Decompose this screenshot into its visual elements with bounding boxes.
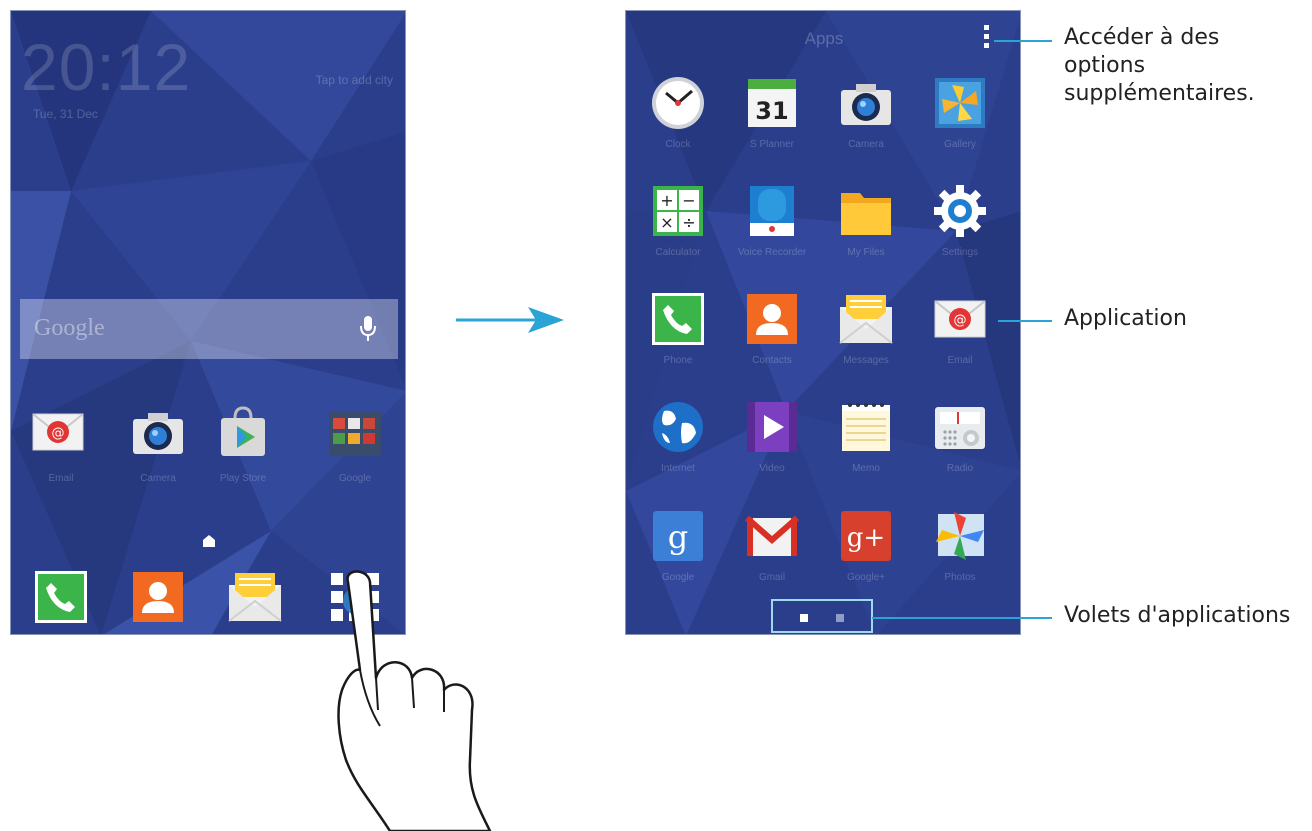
app-label: Gmail (758, 572, 786, 583)
apps-title: Apps (804, 29, 844, 48)
app-label: Voice Recorder (737, 247, 807, 258)
page-dot[interactable] (836, 614, 844, 622)
clock-date: Tue, 31 Dec (33, 107, 98, 121)
page-dot-active[interactable] (800, 614, 808, 622)
app-label: Camera (140, 473, 176, 484)
app-label: Internet (661, 463, 695, 474)
calendar-icon[interactable]: 31 (744, 75, 800, 131)
svg-text:÷: ÷ (682, 213, 695, 232)
play-store-icon[interactable] (215, 404, 271, 460)
callout-line-app-panels (872, 617, 1052, 619)
add-city-link[interactable]: Tap to add city (315, 73, 393, 87)
tapping-hand-icon (337, 570, 492, 831)
voice-recorder-icon[interactable] (744, 183, 800, 239)
photos-icon[interactable] (932, 508, 988, 564)
google-plus-letters: g+ (847, 523, 885, 553)
app-label: Messages (843, 355, 889, 366)
app-panels-indicator[interactable] (771, 599, 873, 633)
app-label: Gallery (944, 139, 976, 150)
google-plus-icon[interactable]: g+ (838, 508, 894, 564)
wallpaper-polygons (626, 11, 1020, 634)
messages-icon[interactable] (838, 291, 894, 347)
contacts-icon[interactable] (744, 291, 800, 347)
google-folder-icon[interactable] (327, 404, 383, 460)
svg-text:@: @ (52, 426, 65, 441)
clock-time[interactable]: 20:12 (21, 30, 192, 104)
gallery-icon[interactable] (932, 75, 988, 131)
app-label: Play Store (219, 473, 267, 484)
app-label: Google (338, 473, 372, 484)
svg-text:@: @ (954, 313, 967, 328)
google-search-icon[interactable]: g (650, 508, 706, 564)
app-label: Photos (944, 572, 976, 583)
callout-line-more-options (994, 40, 1052, 42)
app-label: Google (661, 572, 695, 583)
svg-text:+: + (660, 191, 673, 210)
google-letter: g (668, 518, 688, 556)
camera-icon[interactable] (130, 404, 186, 460)
gmail-icon[interactable] (744, 508, 800, 564)
callout-line-application (998, 320, 1052, 322)
app-label: Settings (941, 247, 979, 258)
search-label: Google (34, 315, 105, 341)
app-label: Memo (852, 463, 880, 474)
gear-icon[interactable] (932, 183, 988, 239)
calculator-icon[interactable]: + − × ÷ (650, 183, 706, 239)
contacts-icon[interactable] (130, 569, 186, 625)
phone-icon[interactable] (650, 291, 706, 347)
clock-icon[interactable] (650, 75, 706, 131)
callout-app-panels: Volets d'applications (1064, 603, 1291, 628)
messages-icon[interactable] (227, 569, 283, 625)
apps-screen: Apps Clock 31 S Planner Camera Gallery (625, 10, 1021, 635)
globe-icon[interactable] (650, 399, 706, 455)
app-label: Contacts (752, 355, 792, 366)
app-label: Video (759, 463, 785, 474)
svg-text:×: × (660, 213, 673, 232)
microphone-icon[interactable] (360, 314, 376, 342)
app-label: Email (48, 473, 74, 484)
home-page-indicator-icon (203, 535, 215, 547)
radio-icon[interactable] (932, 399, 988, 455)
google-search-bar[interactable]: Google (20, 299, 398, 359)
app-label: Calculator (655, 247, 701, 258)
email-icon[interactable]: @ (932, 291, 988, 347)
svg-text:−: − (682, 191, 695, 210)
folder-icon[interactable] (838, 183, 894, 239)
app-label: Email (947, 355, 973, 366)
camera-icon[interactable] (838, 75, 894, 131)
phone-icon[interactable] (33, 569, 89, 625)
more-options-icon[interactable] (982, 25, 990, 55)
callout-application: Application (1064, 306, 1187, 331)
callout-more-options: Accéder à des options supplémentaires. (1064, 25, 1255, 106)
app-label: Phone (663, 355, 693, 366)
home-screen: 20:12 Tue, 31 Dec Tap to add city Google… (10, 10, 406, 635)
app-label: Camera (848, 139, 884, 150)
transition-arrow-icon (456, 307, 564, 333)
app-label: My Files (847, 247, 885, 258)
video-icon[interactable] (744, 399, 800, 455)
email-icon[interactable]: @ (30, 404, 86, 460)
memo-icon[interactable] (838, 399, 894, 455)
calendar-day: 31 (755, 97, 788, 125)
app-label: Radio (946, 463, 974, 474)
app-label: Clock (665, 139, 691, 150)
app-label: S Planner (750, 139, 794, 150)
app-label: Google+ (846, 572, 886, 583)
